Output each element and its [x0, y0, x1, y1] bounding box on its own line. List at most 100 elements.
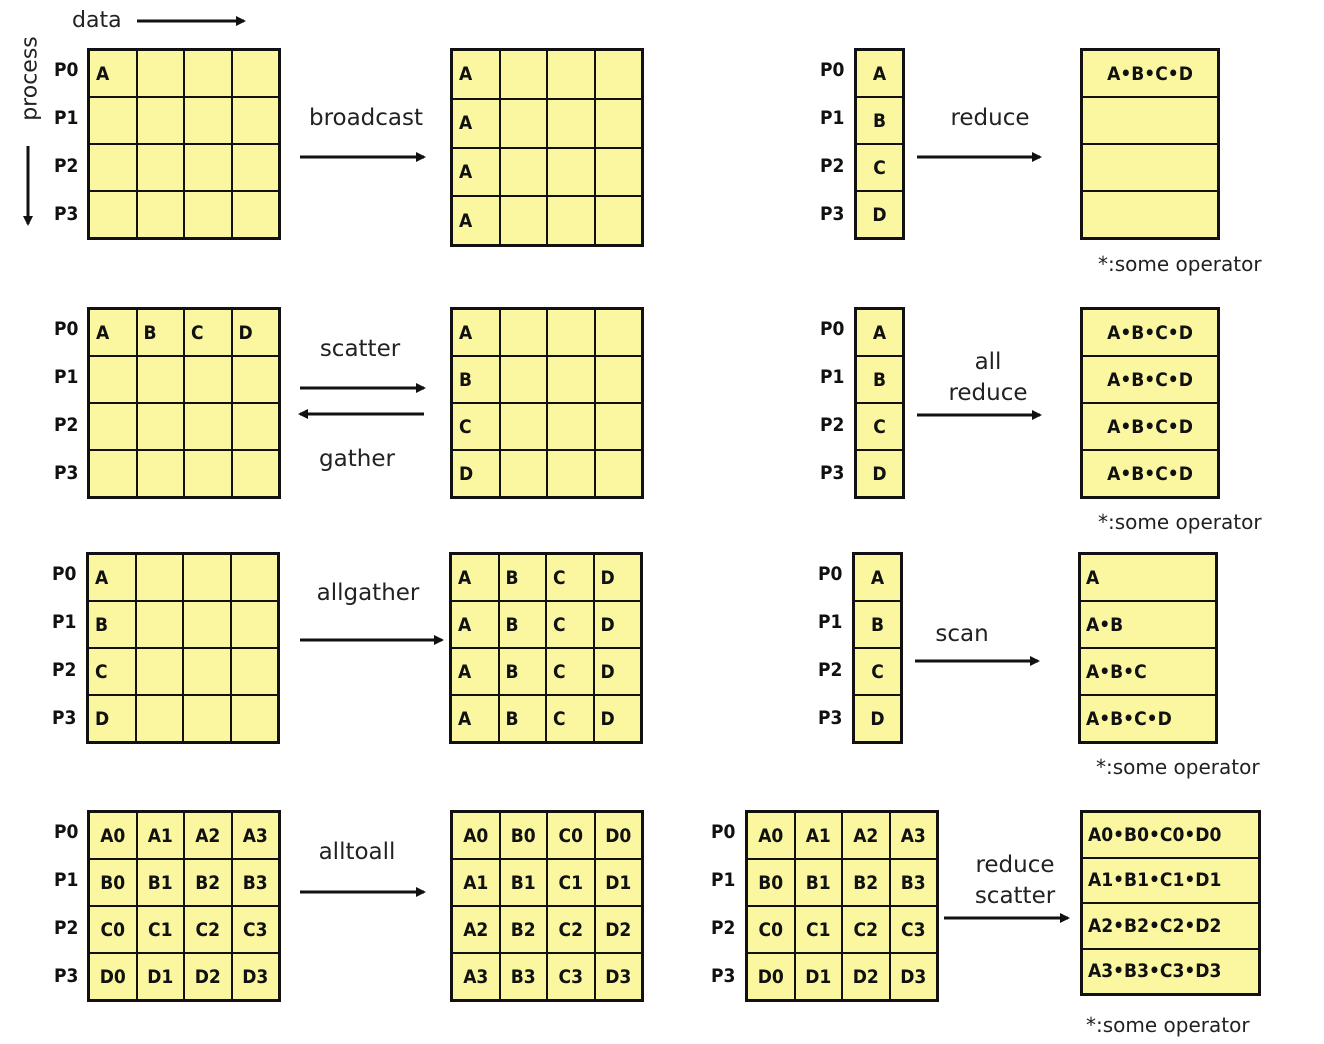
- panel-0-output-cell-r3-c1: [499, 196, 547, 245]
- panel-1-process-label-3: P3: [820, 203, 845, 225]
- panel-4-output-cell-r1-c1: B: [498, 601, 546, 648]
- panel-5-output-cell-r0-c0: A: [1080, 554, 1216, 601]
- panel-0-output-cell-r3-c2: [547, 196, 595, 245]
- panel-4-process-label-2: P2: [52, 659, 77, 681]
- panel-5-output-cell-r2-c0: A•B•C: [1080, 648, 1216, 695]
- panel-0-output-cell-r2-c0: A: [452, 147, 500, 197]
- panel-0-output-cell-r1-c0: A: [452, 98, 500, 148]
- panel-2-output-cell-r2-c2: [547, 403, 595, 450]
- panel-3-input-cell-r3-c0: D: [856, 450, 903, 497]
- panel-7-input-cell-r2-c0: C0: [747, 906, 795, 953]
- panel-6-process-label-0: P0: [54, 821, 79, 843]
- panel-6-input-cell-r3-c1: D1: [136, 953, 184, 1000]
- panel-7-input-cell-r1-c2: B2: [842, 859, 890, 906]
- panel-7-input-cell-r3-c3: D3: [889, 953, 937, 1000]
- panel-6-output-cell-r1-c1: B1: [499, 859, 547, 906]
- panel-4-input-cell-r1-c0: B: [88, 601, 136, 648]
- panel-6-output-cell-r0-c0: A0: [452, 812, 500, 859]
- panel-6-output-cell-r1-c2: C1: [547, 859, 595, 906]
- panel-0-input-cell-r3-c3: [231, 191, 279, 238]
- panel-2-reverse-operation-label: gather: [319, 446, 395, 472]
- panel-2-input-cell-r1-c2: [184, 356, 232, 403]
- panel-0-output-cell-r2-c1: [499, 147, 547, 197]
- panel-6-input-cell-r1-c1: B1: [136, 859, 184, 906]
- panel-6-input-cell-r0-c0: A0: [89, 812, 137, 859]
- panel-2-input-cell-r0-c2: C: [184, 309, 232, 356]
- panel-1-process-label-1: P1: [820, 107, 845, 129]
- panel-0-input-cell-r1-c1: [136, 97, 184, 144]
- panel-2-output-cell-r0-c0: A: [452, 309, 500, 356]
- panel-6-input-cell-r1-c2: B2: [184, 859, 232, 906]
- panel-7-process-label-1: P1: [711, 869, 736, 891]
- panel-1-output-grid: A•B•C•D: [1080, 48, 1220, 240]
- panel-4-output-cell-r0-c3: D: [593, 554, 641, 601]
- panel-3-input-cell-r0-c0: A: [856, 309, 903, 356]
- panel-0-output-cell-r1-c3: [594, 98, 642, 148]
- panel-1-operation-label: reduce: [950, 105, 1030, 131]
- panel-2-process-label-0: P0: [54, 318, 79, 340]
- panel-4-process-label-1: P1: [52, 611, 77, 633]
- panel-4-input-cell-r2-c3: [230, 648, 278, 695]
- panel-0-input-cell-r1-c3: [231, 97, 279, 144]
- panel-4-output-cell-r2-c3: D: [593, 648, 641, 695]
- panel-7-input-cell-r3-c0: D0: [747, 953, 795, 1000]
- panel-7-input-cell-r1-c3: B3: [889, 859, 937, 906]
- panel-6-input-cell-r2-c0: C0: [89, 906, 137, 953]
- panel-6-input-cell-r1-c0: B0: [89, 859, 137, 906]
- panel-3-input-cell-r1-c0: B: [856, 356, 903, 403]
- panel-1-output-cell-r3-c0: [1082, 191, 1218, 238]
- panel-2-input-cell-r3-c2: [184, 450, 232, 497]
- panel-5-operation-label: scan: [935, 621, 989, 647]
- panel-4-output-cell-r3-c1: B: [498, 695, 546, 742]
- panel-6-input-cell-r0-c1: A1: [136, 812, 184, 859]
- panel-7-process-label-0: P0: [711, 821, 736, 843]
- panel-4-input-cell-r1-c3: [230, 601, 278, 648]
- panel-7-input-cell-r3-c1: D1: [794, 953, 842, 1000]
- panel-2-input-cell-r1-c0: [89, 356, 137, 403]
- panel-7-process-label-2: P2: [711, 917, 736, 939]
- panel-4-output-cell-r3-c0: A: [451, 695, 499, 742]
- panel-4-output-cell-r2-c0: A: [451, 648, 499, 695]
- data-axis-label: data: [72, 8, 122, 33]
- panel-2-input-cell-r3-c3: [231, 450, 279, 497]
- panel-4-output-cell-r0-c2: C: [546, 554, 594, 601]
- panel-4-input-cell-r2-c2: [183, 648, 231, 695]
- panel-7-input-cell-r3-c2: D2: [842, 953, 890, 1000]
- panel-7-operator-note: *:some operator: [1086, 1013, 1250, 1037]
- panel-3-process-label-3: P3: [820, 462, 845, 484]
- panel-1-input-cell-r1-c0: B: [856, 97, 903, 144]
- panel-0-output-cell-r3-c0: A: [452, 196, 500, 245]
- panel-4-input-cell-r2-c0: C: [88, 648, 136, 695]
- panel-4-input-cell-r0-c0: A: [88, 554, 136, 601]
- panel-4-process-label-0: P0: [52, 563, 77, 585]
- panel-6-input-cell-r0-c2: A2: [184, 812, 232, 859]
- panel-6-output-cell-r0-c3: D0: [594, 812, 642, 859]
- panel-3-process-label-1: P1: [820, 366, 845, 388]
- panel-6-operation-label: alltoall: [318, 839, 396, 865]
- panel-4-input-cell-r0-c1: [135, 554, 183, 601]
- panel-7-input-cell-r0-c0: A0: [747, 812, 795, 859]
- panel-0-input-cell-r1-c2: [184, 97, 232, 144]
- panel-7-output-cell-r2-c0: A2•B2•C2•D2: [1082, 903, 1259, 949]
- panel-0-output-cell-r1-c2: [547, 98, 595, 148]
- panel-0-input-cell-r2-c1: [136, 144, 184, 191]
- panel-2-input-cell-r0-c3: D: [231, 309, 279, 356]
- panel-2-input-cell-r2-c1: [136, 403, 184, 450]
- panel-0-output-cell-r3-c3: [594, 196, 642, 245]
- panel-5-process-label-1: P1: [818, 611, 843, 633]
- panel-7-output-cell-r3-c0: A3•B3•C3•D3: [1082, 948, 1259, 994]
- panel-4-output-cell-r3-c2: C: [546, 695, 594, 742]
- panel-4-output-cell-r0-c0: A: [451, 554, 499, 601]
- panel-7-input-cell-r1-c0: B0: [747, 859, 795, 906]
- panel-6-input-cell-r3-c2: D2: [184, 953, 232, 1000]
- panel-6-process-label-3: P3: [54, 965, 79, 987]
- panel-4-input-cell-r0-c2: [183, 554, 231, 601]
- panel-3-operator-note: *:some operator: [1098, 510, 1262, 534]
- panel-4-input-cell-r3-c1: [135, 695, 183, 742]
- panel-0-output-cell-r1-c1: [499, 98, 547, 148]
- panel-0-input-grid: A: [87, 48, 281, 240]
